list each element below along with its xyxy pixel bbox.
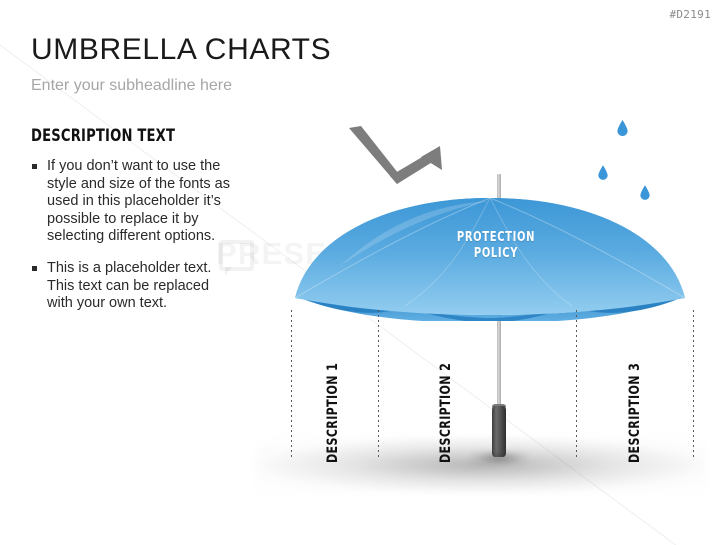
list-item-text: This is a placeholder text. This text ca…: [47, 259, 212, 312]
list-item-text: If you don’t want to use the style and s…: [47, 158, 230, 245]
watermark-logo-icon: [219, 240, 254, 271]
description-bullet-list: If you don’t want to use the style and s…: [31, 158, 231, 313]
column-label-3[interactable]: DESCRIPTION 3: [627, 362, 643, 463]
column-label-1[interactable]: DESCRIPTION 1: [325, 362, 341, 463]
umbrella-label-line-1: PROTECTION: [456, 229, 536, 245]
description-heading: DESCRIPTION TEXT: [31, 126, 176, 146]
arrow-icon: [345, 126, 450, 193]
column-divider-3: [576, 310, 577, 458]
bullet-square-icon: [32, 265, 37, 271]
page-subtitle: Enter your subheadline here: [31, 77, 233, 94]
raindrop-2: [598, 165, 608, 185]
column-divider-2: [378, 310, 379, 458]
umbrella-label: PROTECTION POLICY: [451, 229, 541, 261]
raindrop-3: [640, 185, 650, 205]
page-title: UMBRELLA CHARTS: [31, 33, 332, 66]
handle-shadow: [470, 450, 528, 466]
raindrop-1: [617, 120, 628, 141]
document-code: #D2191: [669, 8, 711, 21]
list-item: This is a placeholder text. This text ca…: [31, 260, 231, 313]
column-divider-1: [291, 310, 292, 458]
umbrella-handle[interactable]: [492, 406, 506, 457]
column-label-2[interactable]: DESCRIPTION 2: [438, 362, 454, 463]
umbrella-label-line-2: POLICY: [473, 245, 519, 261]
umbrella-canopy[interactable]: [280, 196, 700, 326]
list-item: If you don’t want to use the style and s…: [31, 158, 231, 246]
ground-shadow: [256, 437, 706, 493]
bullet-square-icon: [32, 164, 37, 169]
column-divider-4: [693, 310, 694, 458]
